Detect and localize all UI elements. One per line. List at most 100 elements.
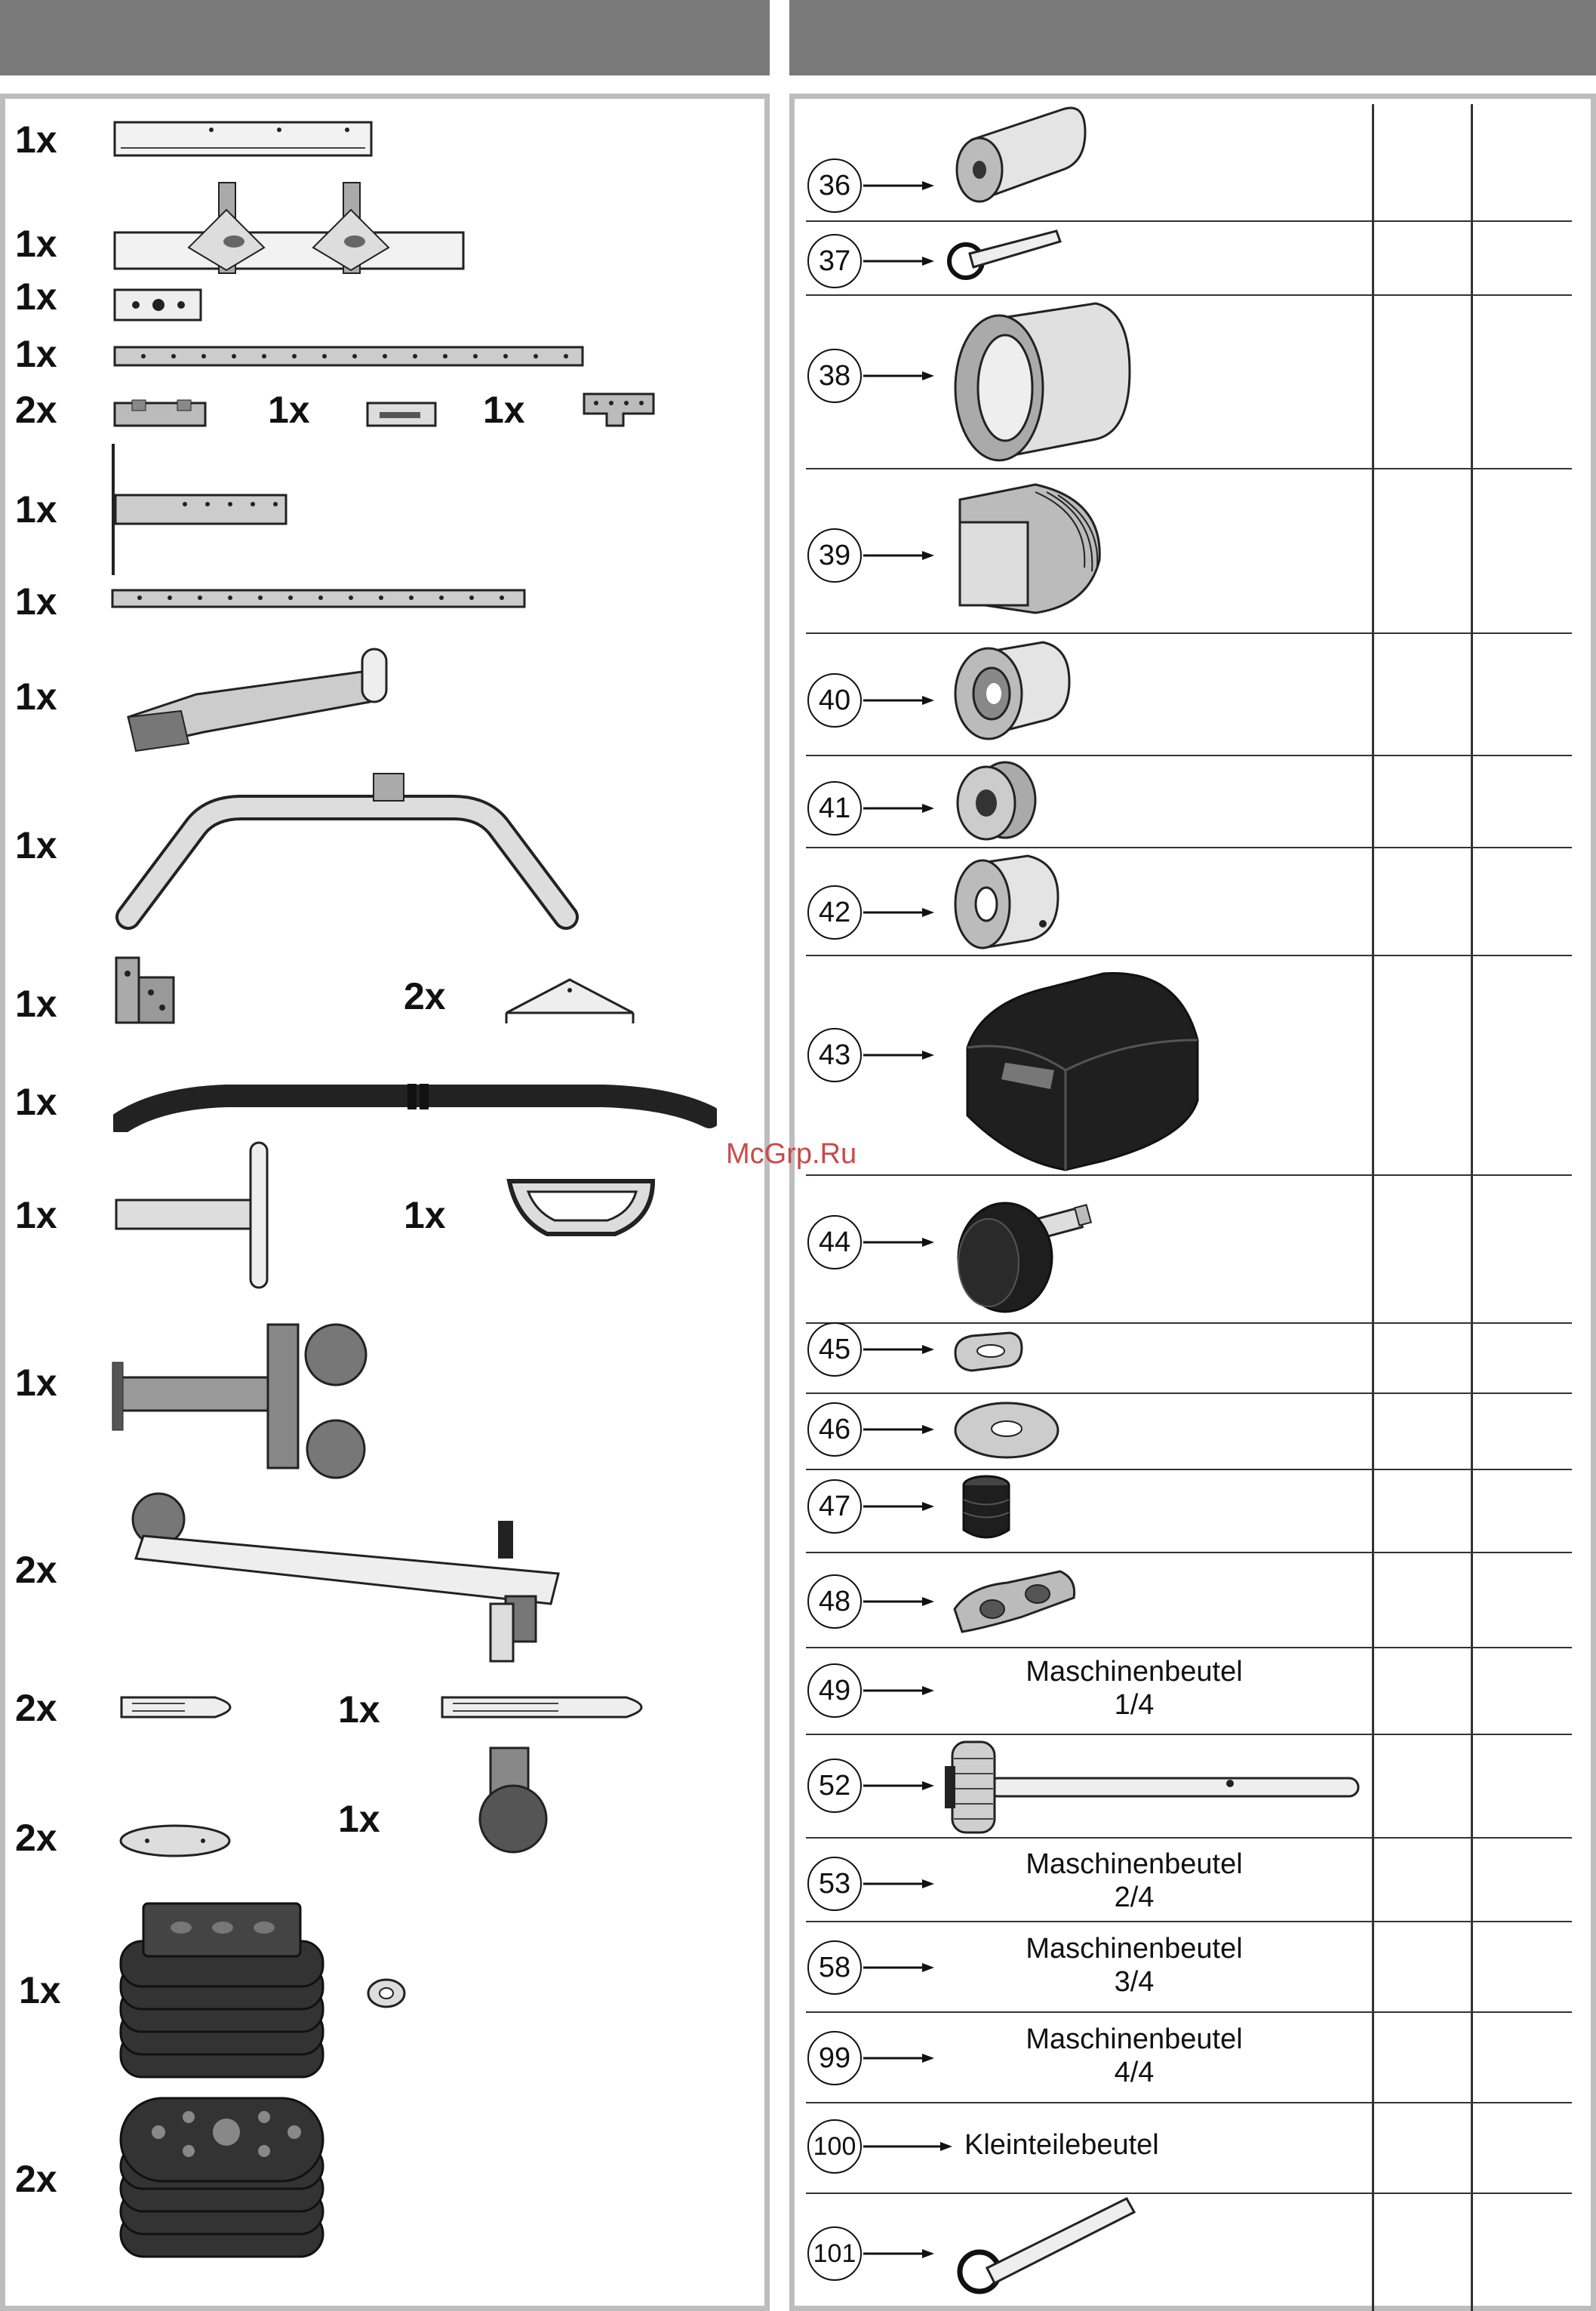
table-row-divider [806, 632, 1572, 634]
t-bar-bracket-part [113, 1140, 272, 1291]
part-number: 49 [807, 1663, 862, 1718]
small-bracket-part [366, 399, 438, 429]
flanged-bushing-part [952, 636, 1073, 742]
table-column-divider [1471, 104, 1473, 2311]
quantity-label: 1x [15, 826, 57, 864]
bag-name: Maschinenbeutel [934, 1932, 1334, 1965]
part-number: 52 [807, 1759, 862, 1813]
oval-plate-part [117, 1822, 234, 1860]
table-row-divider [806, 2102, 1572, 2103]
cover-cap-part [952, 957, 1205, 1172]
quantity-label: 2x [404, 977, 446, 1015]
part-number: 36 [807, 158, 862, 213]
quantity-label: 1x [15, 225, 57, 263]
bag-name: Maschinenbeutel [934, 2023, 1334, 2056]
long-perforated-bar-part [113, 344, 585, 368]
pin-with-ring-part [943, 223, 1064, 284]
part-number: 99 [807, 2031, 862, 2085]
part-number: 43 [807, 1028, 862, 1082]
arrow-right-icon [863, 549, 935, 562]
bag-number: 2/4 [934, 1881, 1334, 1914]
table-row-divider [806, 1392, 1572, 1394]
part-row: 100 Kleinteilebeutel [806, 2119, 1368, 2174]
pulley-arm-part [121, 1491, 574, 1664]
part-number: 40 [807, 673, 862, 728]
hinge-plate-part [113, 955, 177, 1026]
right-header-bar [789, 0, 1596, 75]
perforated-rail-part [109, 587, 528, 610]
left-header-bar [0, 0, 770, 75]
quantity-label: 1x [15, 1083, 57, 1121]
part-number: 42 [807, 885, 862, 940]
bag-number: 4/4 [934, 2056, 1334, 2089]
arrow-right-icon [863, 1685, 935, 1697]
part-row: 99 Maschinenbeutel 4/4 [806, 2031, 1368, 2085]
quantity-label: 1x [15, 491, 57, 528]
pulley-block-part [460, 1743, 566, 1857]
flat-bar-part [113, 119, 374, 158]
part-row: 48 [806, 1574, 1368, 1629]
quantity-label: 1x [15, 985, 57, 1023]
knob-part [952, 1191, 1096, 1316]
quantity-label: 1x [15, 583, 57, 620]
part-number: 48 [807, 1574, 862, 1629]
quantity-label: 1x [338, 1691, 380, 1728]
arrow-right-icon [863, 694, 935, 706]
arrow-right-icon [863, 2248, 935, 2260]
table-row-divider [806, 1734, 1572, 1735]
bag-name: Maschinenbeutel [934, 1655, 1334, 1688]
strap-part [117, 1688, 249, 1726]
pulley-bracket-assembly-part [109, 1309, 374, 1479]
part-number: 46 [807, 1402, 862, 1457]
part-row: 47 [806, 1479, 1368, 1534]
arrow-right-icon [863, 906, 935, 919]
quantity-label: 2x [15, 1689, 57, 1727]
quantity-label: 1x [15, 678, 57, 715]
quantity-label: 2x [15, 1819, 57, 1857]
upright-post-part [109, 442, 291, 578]
bag-number: 3/4 [934, 1965, 1334, 1999]
table-row-divider [806, 1552, 1572, 1553]
part-number: 44 [807, 1215, 862, 1269]
arrow-right-icon [863, 1780, 935, 1792]
bag-name: Maschinenbeutel [934, 1848, 1334, 1881]
part-row: 58 Maschinenbeutel 3/4 [806, 1940, 1368, 1995]
long-strap-part [438, 1688, 660, 1726]
cable-clamp-part [947, 1556, 1079, 1643]
arrow-right-icon [863, 2140, 954, 2153]
watermark: McGrp.Ru [726, 1138, 856, 1171]
table-row-divider [806, 847, 1572, 848]
slot-washer-part [949, 1330, 1025, 1375]
part-row: 49 Maschinenbeutel 1/4 [806, 1663, 1368, 1718]
collar-ring-part [952, 851, 1062, 953]
quantity-label: 2x [15, 391, 57, 429]
table-row-divider [806, 294, 1572, 296]
weight-plates-part [113, 2091, 332, 2264]
table-row-divider [806, 220, 1572, 222]
part-number: 100 [807, 2119, 862, 2174]
part-number: 58 [807, 1940, 862, 1995]
quantity-label: 1x [15, 335, 57, 373]
quantity-label: 1x [15, 1196, 57, 1234]
nut-part [364, 1976, 409, 2011]
selector-rod-part [943, 1736, 1366, 1837]
quantity-label: 1x [268, 391, 310, 429]
table-row-divider [806, 955, 1572, 956]
arrow-right-icon [863, 255, 935, 267]
triangle-gusset-part [502, 974, 638, 1026]
quantity-label: 1x [15, 278, 57, 315]
small-plate-part [113, 287, 204, 323]
table-row-divider [806, 2011, 1572, 2013]
lat-bar-part [113, 1079, 717, 1132]
quantity-label: 2x [15, 1551, 57, 1589]
arrow-right-icon [863, 1596, 935, 1608]
part-number: 45 [807, 1322, 862, 1377]
part-number: 101 [807, 2226, 862, 2281]
large-bushing-part [952, 296, 1133, 466]
curved-handle-bar-part [113, 766, 581, 932]
flat-washer-part [952, 1399, 1062, 1461]
arrow-right-icon [863, 180, 935, 192]
quantity-label: 1x [483, 391, 525, 429]
table-row-divider [806, 1174, 1572, 1176]
quantity-label: 1x [15, 121, 57, 158]
